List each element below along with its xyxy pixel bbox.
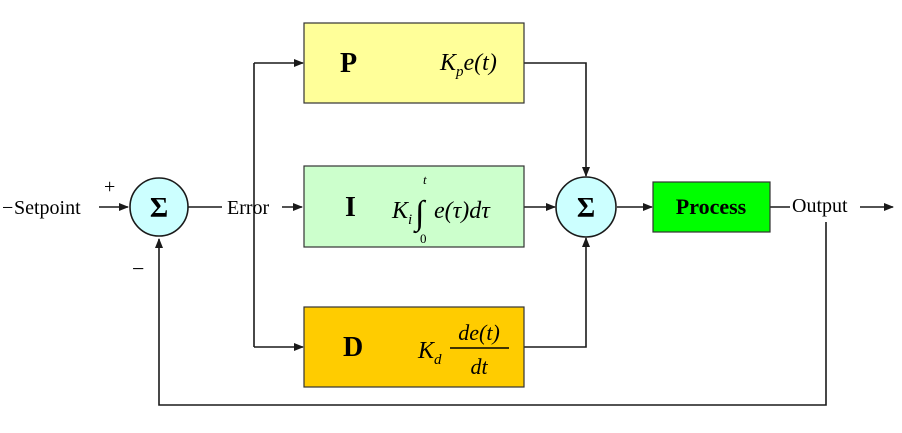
integral-upper-limit: t — [423, 172, 427, 187]
d-block: D Kd de(t) dt — [303, 306, 525, 388]
setpoint-lead-dash: − — [2, 197, 13, 219]
p-block: P Kpe(t) — [303, 22, 525, 104]
d-gain-k: K — [417, 338, 436, 364]
output-sum-symbol: Σ — [577, 193, 595, 224]
setpoint-label: Setpoint — [14, 197, 81, 219]
input-summing-junction: Σ — [129, 177, 189, 237]
output-summing-junction: Σ — [555, 176, 617, 238]
i-block: I Ki ∫ t 0 e(τ)dτ — [303, 165, 525, 248]
process-block-box — [652, 181, 771, 233]
p-to-sum-wire — [524, 62, 590, 177]
d-gain-subscript: d — [434, 352, 442, 368]
feedback-wire — [155, 222, 827, 406]
p-block-box — [303, 22, 525, 104]
process-block: Process — [652, 181, 771, 233]
plus-sign: + — [104, 176, 115, 198]
output-sum-circle — [555, 176, 617, 238]
integral-term: e(τ)dτ — [434, 198, 491, 224]
process-block-title: Process — [676, 194, 747, 219]
d-block-box — [303, 306, 525, 388]
p-block-title: P — [340, 48, 357, 79]
p-gain-subscript: p — [455, 64, 464, 80]
i-block-box — [303, 165, 525, 248]
p-gain-term: e(t) — [464, 50, 497, 76]
i-gain-symbol: Ki — [391, 198, 412, 228]
input-sum-circle — [129, 177, 189, 237]
d-to-sum-wire — [524, 237, 590, 348]
i-gain-k: K — [391, 198, 410, 224]
integral-sign: ∫ — [413, 195, 427, 234]
minus-sign: − — [132, 256, 144, 281]
output-label: Output — [792, 195, 848, 217]
input-sum-symbol: Σ — [150, 193, 168, 224]
p-gain-symbol: Kpe(t) — [439, 50, 497, 80]
p-gain-k: K — [439, 50, 458, 76]
i-block-title: I — [345, 192, 356, 223]
derivative-numerator: de(t) — [458, 320, 500, 345]
derivative-denominator: dt — [470, 354, 488, 379]
integral-lower-limit: 0 — [420, 231, 427, 246]
d-block-title: D — [343, 332, 363, 363]
d-gain-symbol: Kd — [417, 338, 442, 368]
i-gain-subscript: i — [408, 212, 412, 228]
error-label: Error — [227, 197, 270, 219]
